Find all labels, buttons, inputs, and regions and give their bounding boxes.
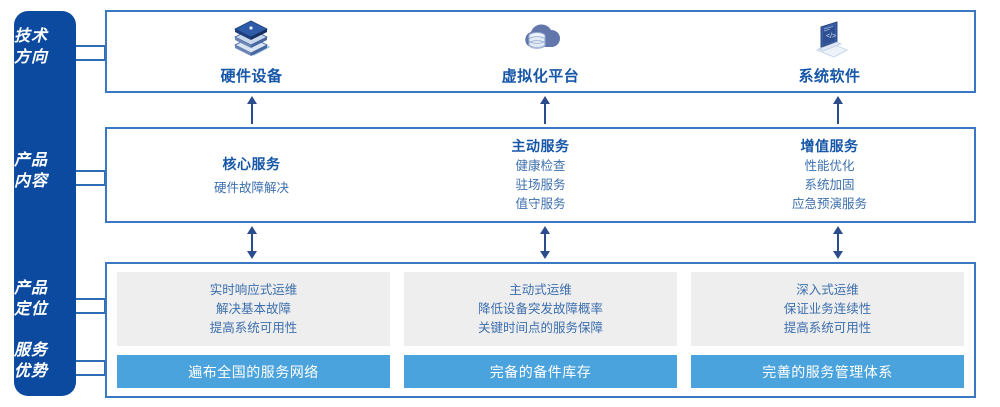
rail-label-line: 服务 (13, 342, 48, 359)
positioning-line: 解决基本故障 (215, 301, 291, 316)
arrow-head-up-icon (833, 96, 843, 104)
rail-label-line: 内容 (13, 173, 48, 190)
connector-content-a (76, 170, 106, 172)
content-column-item: 性能优化 (804, 159, 855, 173)
connector-advantage-b (76, 374, 106, 376)
positioning-line: 提高系统可用性 (209, 320, 298, 335)
laptop-code-icon: </> (803, 17, 857, 63)
rail-label-tech-direction: 技术 方向 (0, 26, 62, 68)
rail-label-line: 产品 (13, 280, 48, 297)
arrow-tech-to-content-2 (534, 96, 556, 124)
rail-label-product-content: 产品 内容 (0, 150, 62, 192)
connector-tech-b (76, 59, 106, 61)
rail-label-line: 技术 (13, 28, 48, 45)
tech-item-system-software[interactable]: </> 系统软件 (685, 12, 974, 91)
rail-label-line: 方向 (13, 49, 48, 66)
tech-direction-panel: 硬件设备 虚拟化平台 </> (105, 10, 976, 93)
arrow-content-to-bottom-2 (534, 226, 556, 259)
positioning-line: 主动式运维 (509, 282, 572, 297)
advantage-box-management-system[interactable]: 完善的服务管理体系 (691, 355, 964, 388)
product-content-panel: 核心服务 硬件故障解决 主动服务 健康检查 驻场服务 值守服务 增值服务 性能优… (105, 127, 976, 223)
content-column-item: 健康检查 (515, 159, 566, 173)
arrow-head-up-icon (540, 96, 550, 104)
connector-position-a (76, 298, 106, 300)
rail-label-line: 定位 (13, 301, 48, 318)
content-column-item: 驻场服务 (515, 178, 566, 192)
positioning-box-proactive: 主动式运维 降低设备突发故障概率 关键时间点的服务保障 (404, 272, 677, 346)
cloud-database-icon (514, 17, 568, 63)
arrow-head-up-icon (833, 226, 843, 234)
connector-advantage-a (76, 360, 106, 362)
positioning-line: 保证业务连续性 (783, 301, 872, 316)
arrow-tech-to-content-1 (241, 96, 263, 124)
advantage-box-network[interactable]: 遍布全国的服务网络 (117, 355, 390, 388)
positioning-row: 实时响应式运维 解决基本故障 提高系统可用性 主动式运维 降低设备突发故障概率 … (117, 272, 964, 346)
content-column-core: 核心服务 硬件故障解决 (107, 129, 396, 221)
positioning-line: 降低设备突发故障概率 (477, 301, 603, 316)
rail-label-line: 产品 (13, 152, 48, 169)
connector-position-b (76, 312, 106, 314)
content-column-item: 硬件故障解决 (213, 180, 289, 195)
advantage-box-spare-parts[interactable]: 完备的备件库存 (404, 355, 677, 388)
arrow-head-up-icon (540, 226, 550, 234)
content-column-item: 应急预演服务 (791, 197, 867, 211)
positioning-line: 深入式运维 (796, 282, 859, 297)
content-column-head: 增值服务 (800, 138, 859, 154)
connector-tech-a (76, 45, 106, 47)
arrow-content-to-bottom-1 (241, 226, 263, 259)
advantage-row: 遍布全国的服务网络 完备的备件库存 完善的服务管理体系 (117, 355, 964, 388)
positioning-line: 关键时间点的服务保障 (477, 320, 603, 335)
positioning-box-realtime: 实时响应式运维 解决基本故障 提高系统可用性 (117, 272, 390, 346)
arrow-content-to-bottom-3 (827, 226, 849, 259)
arrow-head-up-icon (247, 226, 257, 234)
content-column-item: 值守服务 (515, 197, 566, 211)
rail-label-product-position: 产品 定位 (0, 278, 62, 320)
content-column-proactive: 主动服务 健康检查 驻场服务 值守服务 (396, 129, 685, 221)
arrow-head-down-icon (833, 251, 843, 259)
tech-item-title: 虚拟化平台 (501, 68, 580, 85)
tech-item-title: 硬件设备 (220, 68, 283, 85)
positioning-line: 提高系统可用性 (783, 320, 872, 335)
svg-text:</>: </> (826, 33, 836, 40)
left-category-rail (14, 11, 76, 396)
arrow-tech-to-content-3 (827, 96, 849, 124)
arrow-head-up-icon (247, 96, 257, 104)
positioning-box-indepth: 深入式运维 保证业务连续性 提高系统可用性 (691, 272, 964, 346)
positioning-and-advantage-panel: 实时响应式运维 解决基本故障 提高系统可用性 主动式运维 降低设备突发故障概率 … (105, 262, 976, 398)
arrow-head-down-icon (540, 251, 550, 259)
connector-content-b (76, 184, 106, 186)
tech-item-virtualization[interactable]: 虚拟化平台 (396, 12, 685, 91)
rail-label-service-advantage: 服务 优势 (0, 340, 62, 382)
positioning-line: 实时响应式运维 (209, 282, 298, 297)
rail-label-line: 优势 (13, 363, 48, 380)
content-column-item: 系统加固 (804, 178, 855, 192)
arrow-head-down-icon (247, 251, 257, 259)
content-column-head: 主动服务 (511, 138, 570, 154)
tech-item-hardware[interactable]: 硬件设备 (107, 12, 396, 91)
server-stack-icon (225, 17, 279, 63)
tech-item-title: 系统软件 (798, 68, 861, 85)
content-column-head: 核心服务 (222, 155, 281, 172)
content-column-valueadded: 增值服务 性能优化 系统加固 应急预演服务 (685, 129, 974, 221)
